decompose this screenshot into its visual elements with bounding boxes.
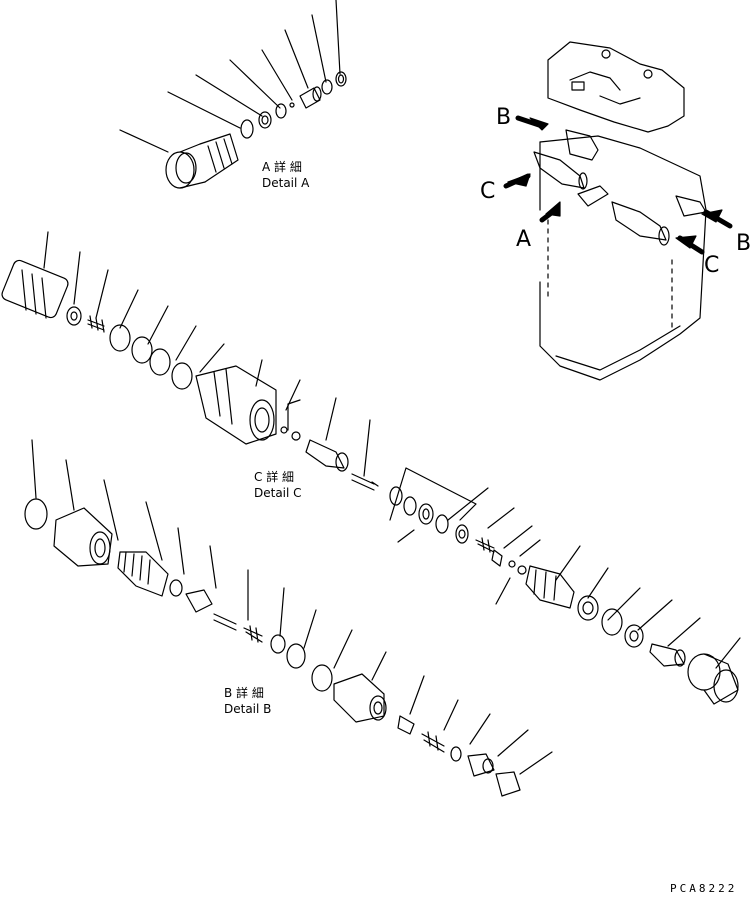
callout-a: A xyxy=(516,227,532,252)
valve-assembly-view xyxy=(503,41,733,381)
callout-b-top: B xyxy=(496,105,512,130)
detail-a-label-en: Detail A xyxy=(262,176,310,190)
detail-c-parts xyxy=(1,231,741,705)
detail-a-label-jp: A 詳 細 xyxy=(262,160,302,174)
detail-b-label-jp: B 詳 細 xyxy=(224,686,264,700)
drawing-code: PCA8222 xyxy=(670,882,738,895)
detail-c-label-jp: C 詳 細 xyxy=(254,470,295,484)
detail-a-parts xyxy=(119,0,347,189)
detail-c-label-en: Detail C xyxy=(254,486,302,500)
callout-c-left: C xyxy=(480,179,496,204)
detail-b-label-en: Detail B xyxy=(224,702,272,716)
detail-b-parts xyxy=(24,439,553,797)
callout-c-right: C xyxy=(704,253,720,278)
callout-b-right: B xyxy=(736,231,751,256)
